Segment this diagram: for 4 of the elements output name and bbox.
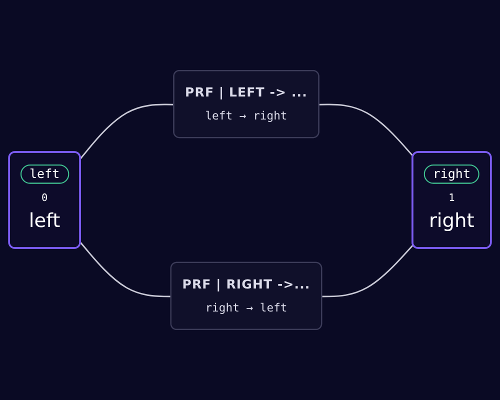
connector [322,244,414,298]
connector [80,104,174,159]
connector [80,242,172,298]
connector [319,104,414,157]
